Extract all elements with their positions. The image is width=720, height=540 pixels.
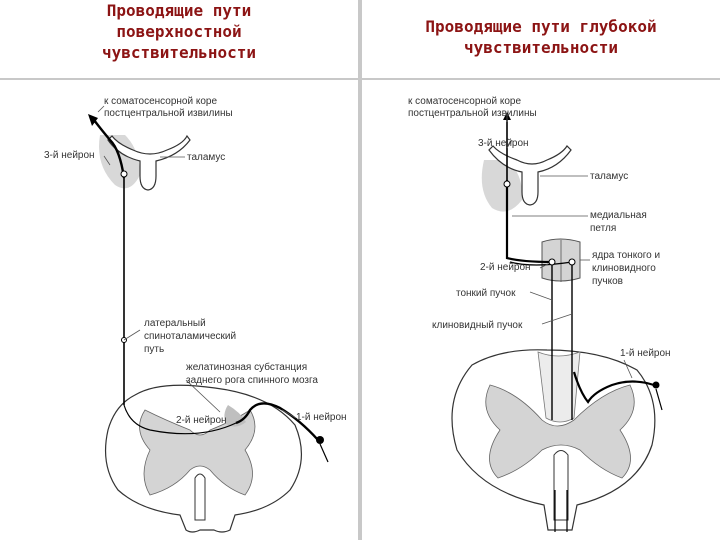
first-neuron-fiber: [235, 402, 319, 441]
right-title-line-1: Проводящие пути глубокой: [425, 17, 657, 36]
first-neuron-tail: [655, 388, 663, 411]
leader-cortex: [97, 105, 105, 113]
label-cortex-line-2: постцентральной извилины: [104, 108, 233, 119]
label-nuclei-line-3: пучков: [592, 276, 623, 287]
left-title-line-1: Проводящие пути: [106, 1, 252, 20]
leader-spino: [123, 329, 141, 341]
label-gel-line-2: заднего рога спинного мозга: [186, 375, 318, 386]
third-neuron-fiber: [93, 119, 126, 179]
label-spino-line-1: латеральный: [144, 318, 206, 329]
grey-matter: [139, 409, 256, 496]
leader-gel: [185, 379, 221, 413]
label-cortex-line-2: постцентральной извилины: [408, 108, 537, 119]
label-neuron3: 3-й нейрон: [44, 150, 95, 161]
label-cortex-line-1: к соматосенсорной коре: [408, 96, 521, 107]
grey-matter: [485, 384, 635, 479]
label-spino-line-3: путь: [144, 344, 164, 355]
left-title-rule: [0, 78, 358, 80]
leader-neuron1: [623, 359, 633, 379]
leader-neuron2: [539, 263, 549, 269]
first-neuron-body: [652, 381, 660, 389]
label-lemniscus-line-1: медиальная: [590, 210, 647, 221]
thalamic-synapse: [503, 180, 511, 188]
first-neuron-body: [316, 436, 324, 444]
right-title-line-2: чувствительности: [463, 38, 619, 57]
label-spino-line-2: спиноталамический: [144, 331, 236, 342]
leader-neuron3: [103, 155, 111, 166]
label-gracile: тонкий пучок: [456, 288, 516, 299]
first-neuron-fiber: [572, 371, 655, 404]
right-title: Проводящие пути глубокой чувствительност…: [362, 0, 720, 94]
medial-lemniscus: [505, 180, 553, 264]
label-thalamus: таламус: [590, 171, 628, 182]
label-neuron2: 2-й нейрон: [480, 262, 531, 273]
central-canal: [194, 473, 206, 521]
label-neuron1: 1-й нейрон: [620, 348, 671, 359]
right-title-rule: [362, 78, 720, 80]
deep-pathway-diagram: к соматосенсорной коре постцентральной и…: [408, 96, 671, 532]
superficial-pathway-diagram: к соматосенсорной коре постцентральной и…: [44, 96, 347, 533]
panel-divider: [358, 0, 362, 540]
nucleus-synapse-right: [568, 258, 576, 266]
crossing-fiber: [123, 404, 237, 435]
label-nuclei-line-1: ядра тонкого и: [592, 250, 660, 261]
nucleus-synapse-left: [548, 258, 556, 266]
central-canal: [553, 450, 569, 521]
left-title-line-2: поверхностной: [116, 22, 242, 41]
label-nuclei-line-2: клиновидного: [592, 263, 656, 274]
thalamus-shape: [107, 134, 191, 191]
label-neuron3: 3-й нейрон: [478, 138, 529, 149]
first-neuron-tail: [319, 443, 329, 463]
left-title: Проводящие пути поверхностной чувствител…: [0, 0, 358, 78]
cortex-shading: [481, 160, 523, 212]
label-gel-line-1: желатинозная субстанция: [186, 361, 307, 373]
label-neuron1: 1-й нейрон: [296, 412, 347, 423]
cortex-arrowhead: [88, 114, 98, 126]
leader-cuneate: [541, 313, 573, 325]
deep-sensitivity-panel: Проводящие пути глубокой чувствительност…: [362, 0, 720, 540]
label-lemniscus-line-2: петля: [590, 223, 616, 234]
leader-gracile: [529, 291, 553, 301]
second-neuron-cross: [509, 261, 573, 266]
label-cortex-line-1: к соматосенсорной коре: [104, 96, 217, 107]
label-neuron2: 2-й нейрон: [176, 415, 227, 426]
label-thalamus: таламус: [187, 152, 225, 163]
thalamic-synapse: [120, 170, 128, 178]
leader-neuron3: [506, 139, 513, 149]
left-title-line-3: чувствительности: [101, 43, 257, 62]
superficial-sensitivity-panel: Проводящие пути поверхностной чувствител…: [0, 0, 358, 540]
label-cuneate: клиновидный пучок: [432, 320, 523, 331]
thalamus-shape: [488, 145, 572, 206]
leader-neuron1: [281, 409, 297, 419]
